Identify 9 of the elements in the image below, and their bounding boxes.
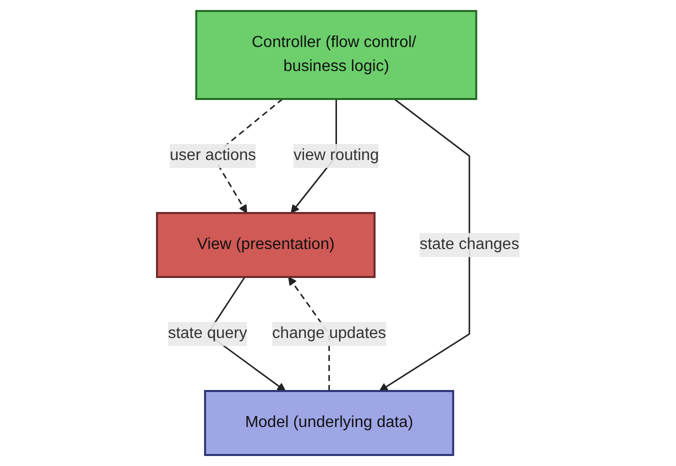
edge-label: view routing xyxy=(293,147,379,164)
edge-label: user actions xyxy=(170,147,256,164)
node-box: View (presentation) xyxy=(156,212,376,278)
edge-label: state changes xyxy=(419,236,520,253)
edge-label: state query xyxy=(168,325,248,342)
node-box: Model (underlying data) xyxy=(204,390,454,456)
edge-label: change updates xyxy=(272,325,386,342)
node-box: Controller (flow control/ business logic) xyxy=(195,10,478,100)
arrow xyxy=(379,98,470,392)
